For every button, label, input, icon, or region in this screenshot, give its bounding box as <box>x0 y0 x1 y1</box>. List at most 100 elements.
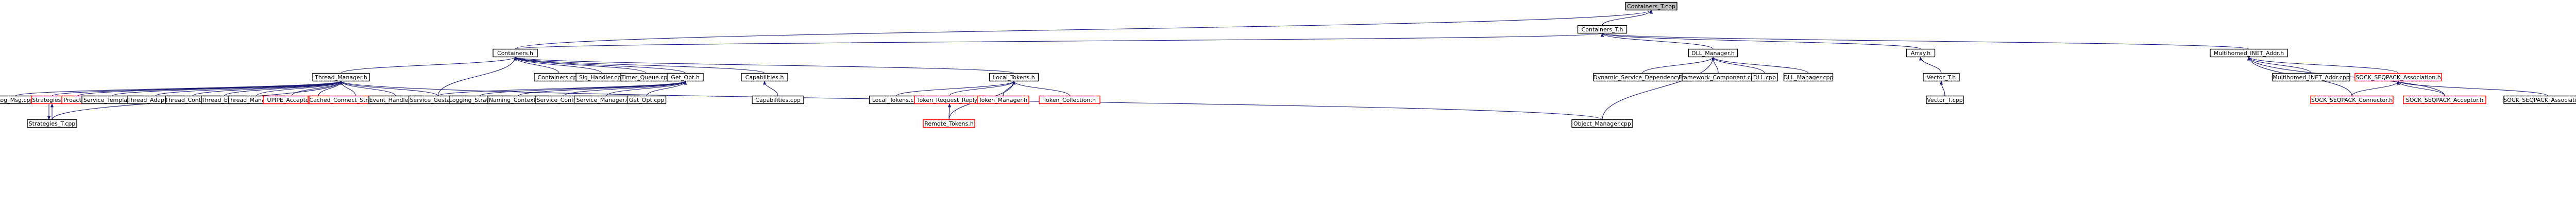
node-label: Multihomed_INET_Addr.cpp <box>2273 74 2350 81</box>
node-box <box>27 119 77 128</box>
node-label: SOCK_SEQPACK_Connector.h <box>2311 97 2393 103</box>
edge-n_remote-to-n_trr <box>947 103 952 120</box>
node-box <box>923 119 975 128</box>
edge-n_evh-to-n_thr_mgr <box>339 80 396 96</box>
node-framework-component-cpp[interactable]: Framework_Component.cpp <box>1679 73 1758 82</box>
edge-n_thr_mgr-to-n_cont_h <box>341 56 517 74</box>
edge-n_dllm_cpp-to-n_dll_mgr <box>1711 56 1809 74</box>
node-box <box>2503 95 2576 104</box>
nodes-layer: Containers_T.cppContainers_T.hContainers… <box>0 2 2576 128</box>
node-remote-tokens-h[interactable]: Remote_Tokens.h <box>923 119 975 128</box>
edge-n_te-to-n_thr_mgr <box>224 80 343 97</box>
node-containers-cpp[interactable]: Containers.cpp <box>534 73 584 82</box>
edge-n_fc-to-n_dll_mgr <box>1711 56 1719 74</box>
node-log-msg-cpp[interactable]: Log_Msg.cpp <box>0 95 33 104</box>
node-sock-seqpack-association-h[interactable]: SOCK_SEQPACK_Association.h <box>2354 73 2442 82</box>
node-box <box>1625 2 1677 11</box>
node-label: Containers_T.cpp <box>1627 3 1675 10</box>
node-label: Array.h <box>1911 50 1931 57</box>
node-multihomed-inet-addr-cpp[interactable]: Multihomed_INET_Addr.cpp <box>2272 73 2350 82</box>
node-box <box>741 73 788 82</box>
node-label: Timer_Queue.cpp <box>621 74 671 81</box>
node-vector-t-h[interactable]: Vector_T.h <box>1923 73 1960 82</box>
node-label: Thread_Manager.h <box>314 74 367 81</box>
node-naming-context-cpp[interactable]: Naming_Context.cpp <box>487 95 549 104</box>
node-upipe-acceptor-h[interactable]: UPIPE_Acceptor.h <box>263 95 320 104</box>
edge-n_logstr-to-n_getopt_h <box>479 80 687 97</box>
node-label: Service_Manager.cpp <box>577 97 637 103</box>
edge-n_cap_h-to-n_cont_h <box>514 56 765 74</box>
edge-n_getopt_h-to-n_cont_h <box>514 56 686 74</box>
node-capabilities-cpp[interactable]: Capabilities.cpp <box>752 95 804 104</box>
node-dll-manager-h[interactable]: DLL_Manager.h <box>1688 48 1738 58</box>
node-label: Sig_Handler.cpp <box>579 74 624 81</box>
node-box <box>989 73 1039 82</box>
node-get-opt-h[interactable]: Get_Opt.h <box>667 73 704 82</box>
node-box <box>312 73 370 82</box>
edge-n_array_h-to-n_ct_h <box>1601 32 1921 50</box>
node-box <box>1039 95 1100 104</box>
node-label: Local_Tokens.h <box>993 74 1035 81</box>
node-token-collection-h[interactable]: Token_Collection.h <box>1039 95 1100 104</box>
edge-n_tm_cpp-to-n_thr_mgr <box>256 80 343 97</box>
node-label: Vector_T.h <box>1927 74 1956 81</box>
node-sock-seqpack-connector-h[interactable]: SOCK_SEQPACK_Connector.h <box>2310 95 2394 104</box>
edge-n_svc_tpl-to-n_thr_mgr <box>112 80 343 97</box>
node-vector-t-cpp[interactable]: Vector_T.cpp <box>1926 95 1964 104</box>
node-box <box>1926 95 1964 104</box>
node-label: SOCK_SEQPACK_Acceptor.h <box>2406 97 2484 103</box>
edge-n_cont_h-to-n_ct_h <box>515 32 1604 50</box>
node-multihomed-inet-addr-h[interactable]: Multihomed_INET_Addr.h <box>2210 48 2288 58</box>
node-strategies-t-cpp[interactable]: Strategies_T.cpp <box>27 119 77 128</box>
node-label: Containers.cpp <box>538 74 581 81</box>
node-containers-t-cpp[interactable]: Containers_T.cpp <box>1625 2 1677 11</box>
node-array-h[interactable]: Array.h <box>1906 48 1936 58</box>
node-label: Containers.h <box>497 50 533 57</box>
node-containers-t-h[interactable]: Containers_T.h <box>1577 25 1628 34</box>
node-object-manager-cpp[interactable]: Object_Manager.cpp <box>1571 119 1633 128</box>
edge-n_tmgr-to-n_lt_h <box>1003 80 1016 96</box>
node-sock-seqpack-association-inl[interactable]: SOCK_SEQPACK_Association.inl <box>2503 95 2576 104</box>
node-local-tokens-h[interactable]: Local_Tokens.h <box>989 73 1039 82</box>
node-capabilities-h[interactable]: Capabilities.h <box>741 73 788 82</box>
node-label: Naming_Context.cpp <box>489 97 548 103</box>
edge-n_timer-to-n_cont_h <box>514 56 647 74</box>
node-box <box>2210 48 2288 58</box>
edge-n_naming-to-n_getopt_h <box>518 80 687 97</box>
node-label: UPIPE_Acceptor.h <box>267 97 316 103</box>
node-label: DLL_Manager.h <box>1691 50 1735 57</box>
node-box <box>1571 119 1633 128</box>
node-dll-cpp[interactable]: DLL.cpp <box>1751 73 1778 82</box>
node-containers-h[interactable]: Containers.h <box>493 48 538 58</box>
node-box <box>2403 95 2486 104</box>
node-sock-seqpack-acceptor-h[interactable]: SOCK_SEQPACK_Acceptor.h <box>2403 95 2486 104</box>
node-token-manager-h[interactable]: Token_Manager.h <box>977 95 1029 104</box>
node-get-opt-cpp[interactable]: Get_Opt.cpp <box>626 95 667 104</box>
node-thread-manager-h[interactable]: Thread_Manager.h <box>312 73 370 82</box>
node-timer-queue-cpp[interactable]: Timer_Queue.cpp <box>620 73 672 82</box>
edge-n_lt_h-to-n_cont_h <box>514 56 1014 74</box>
node-dll-manager-cpp[interactable]: DLL_Manager.cpp <box>1784 73 1834 82</box>
node-label: Capabilities.h <box>745 74 784 81</box>
node-box <box>2354 73 2442 82</box>
edges-layer <box>15 9 2548 120</box>
edge-n_mh_cpp-to-n_mh_h <box>2247 56 2312 74</box>
node-box <box>977 95 1029 104</box>
node-sig-handler-cpp[interactable]: Sig_Handler.cpp <box>575 73 628 82</box>
node-box <box>493 48 538 58</box>
edge-n_vec_cpp-to-n_vec_h <box>1939 80 1945 96</box>
edge-n_getopt_cpp-to-n_getopt_h <box>646 80 687 96</box>
node-service-manager-cpp[interactable]: Service_Manager.cpp <box>573 95 639 104</box>
node-dynamic-service-dependency-cpp[interactable]: Dynamic_Service_Dependency.cpp <box>1593 73 1692 82</box>
node-label: Token_Manager.h <box>978 97 1028 103</box>
node-token-request-reply-h[interactable]: Token_Request_Reply.h <box>914 95 985 104</box>
node-label: Object_Manager.cpp <box>1573 120 1631 127</box>
node-box <box>1577 25 1628 34</box>
node-box <box>752 95 804 104</box>
node-box <box>1906 48 1936 58</box>
node-label: Log_Msg.cpp <box>0 97 33 103</box>
edge-n_vec_h-to-n_array_h <box>1919 56 1942 74</box>
edge-n_svc_gest-to-n_thr_mgr <box>340 80 438 97</box>
node-label: Get_Opt.h <box>671 74 700 81</box>
